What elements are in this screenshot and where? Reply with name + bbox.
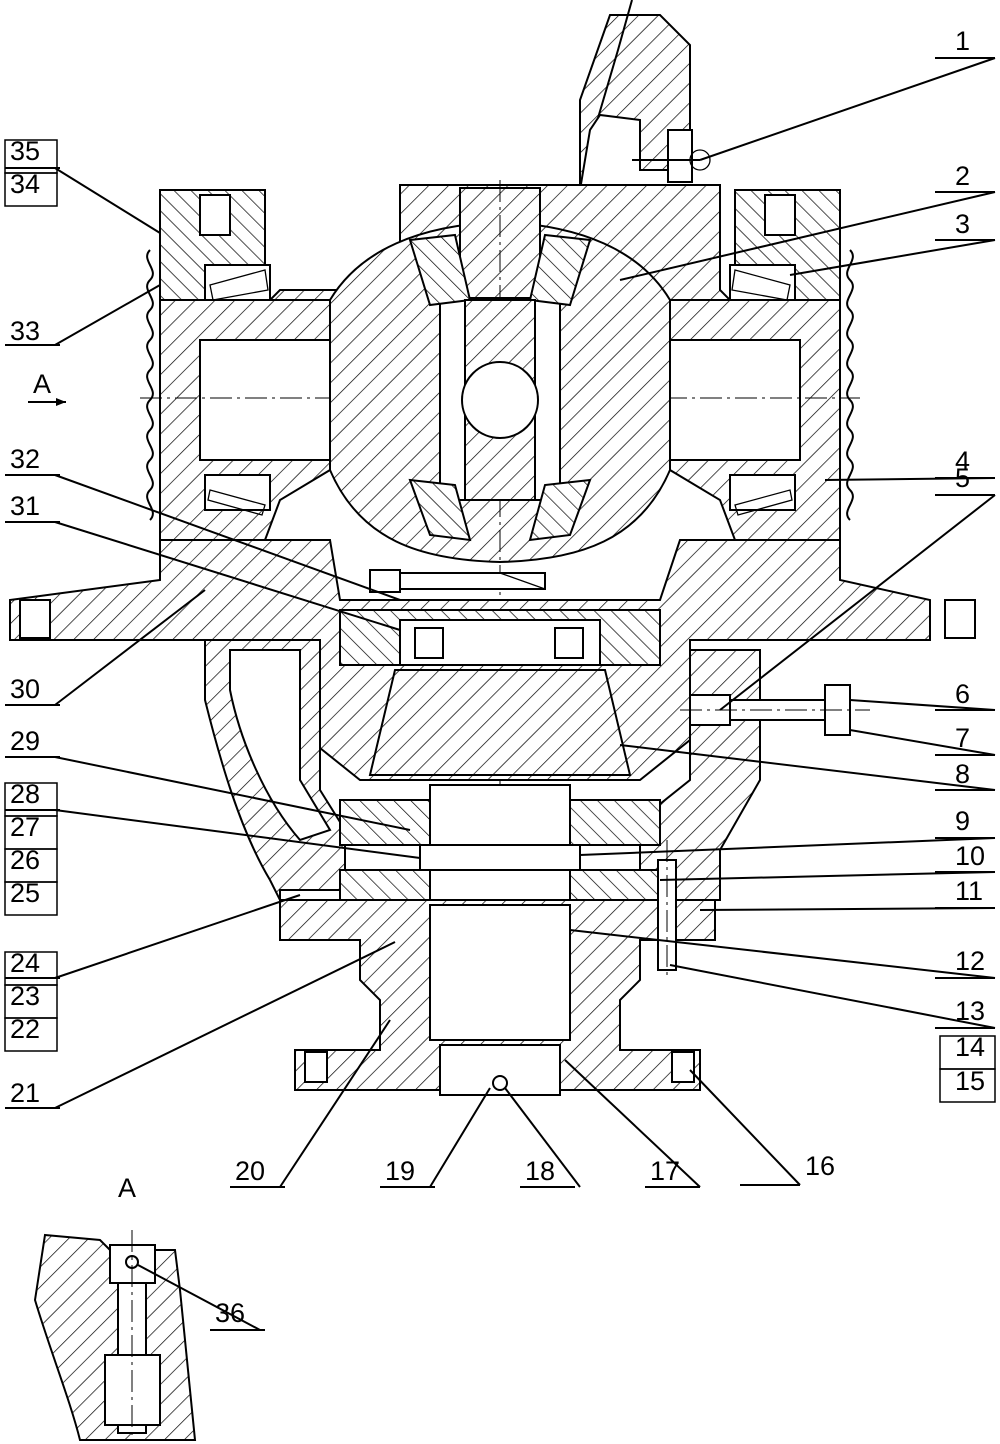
callout-18: 18 (525, 1156, 555, 1186)
callout-35: 35 (10, 136, 40, 166)
callout-33: 33 (10, 316, 40, 346)
callout-21: 21 (10, 1078, 40, 1108)
callout-8: 8 (955, 759, 970, 789)
callout-layer: 3534333231302928272625242322211234567891… (4, 26, 996, 1331)
callout-13: 13 (955, 996, 985, 1026)
callout-16: 16 (805, 1151, 835, 1181)
callout-34: 34 (10, 169, 40, 199)
callout-15: 15 (955, 1066, 985, 1096)
callout-17: 17 (650, 1156, 680, 1186)
left-bearings (204, 264, 271, 516)
right-bearings (729, 264, 796, 516)
callout-12: 12 (955, 946, 985, 976)
callout-10: 10 (955, 841, 985, 871)
pinion-gear (368, 669, 632, 776)
callout-14: 14 (955, 1032, 985, 1062)
section-marker: A (28, 369, 66, 406)
callout-29: 29 (10, 726, 40, 756)
callout-23: 23 (10, 981, 40, 1011)
callout-19: 19 (385, 1156, 415, 1186)
callout-27: 27 (10, 812, 40, 842)
section-marker-label: A (33, 369, 51, 399)
callout-5: 5 (955, 463, 970, 493)
callout-7: 7 (955, 723, 970, 753)
main-section-view (9, 0, 976, 1096)
top-lug (579, 14, 691, 191)
callout-25: 25 (10, 878, 40, 908)
callout-36: 36 (215, 1298, 245, 1328)
callout-9: 9 (955, 806, 970, 836)
callout-1: 1 (955, 26, 970, 56)
callout-32: 32 (10, 444, 40, 474)
callout-3: 3 (955, 209, 970, 239)
callout-11: 11 (955, 876, 983, 906)
callout-26: 26 (10, 845, 40, 875)
callout-30: 30 (10, 674, 40, 704)
callout-24: 24 (10, 948, 40, 978)
callout-6: 6 (955, 679, 970, 709)
callout-31: 31 (10, 491, 40, 521)
callout-20: 20 (235, 1156, 265, 1186)
callout-2: 2 (955, 161, 970, 191)
callout-22: 22 (10, 1014, 40, 1044)
detail-view-title: A (118, 1173, 136, 1203)
callout-28: 28 (10, 779, 40, 809)
callout-4: 4 (955, 446, 970, 476)
detail-view-a (33, 1230, 197, 1441)
